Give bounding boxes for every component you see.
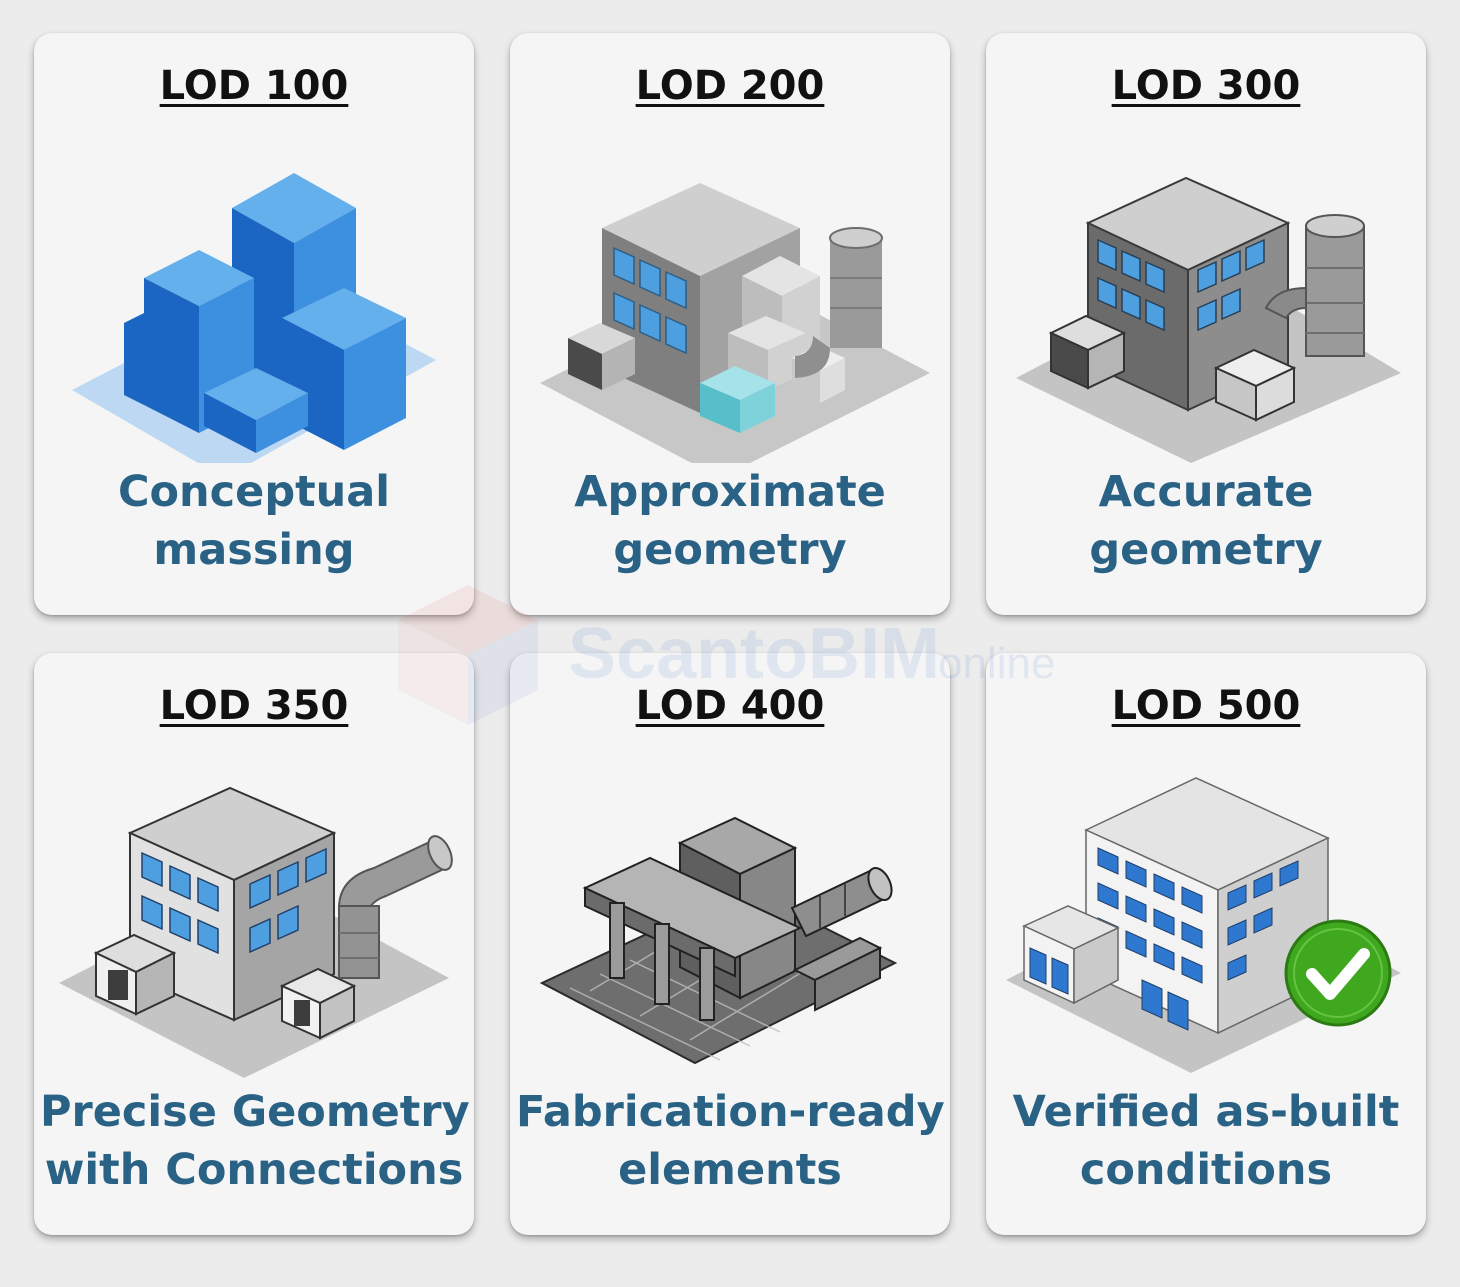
card-description: Precise Geometry with Connections: [40, 1083, 470, 1199]
card-lod-200: LOD 200: [510, 33, 950, 615]
desc-line-2: conditions: [1079, 1145, 1333, 1195]
card-title: LOD 300: [1111, 63, 1301, 109]
lod-grid: LOD 100 Conceptual massing L: [34, 33, 1426, 1235]
accurate-building-icon: [1016, 176, 1401, 463]
verified-building-icon: [1006, 777, 1401, 1073]
desc-line-2: geometry: [1089, 525, 1323, 575]
card-title: LOD 350: [159, 683, 349, 729]
card-description: Accurate geometry: [992, 463, 1420, 579]
card-title: LOD 200: [635, 63, 825, 109]
card-lod-100: LOD 100 Conceptual massing: [34, 33, 474, 615]
desc-line-2: massing: [153, 525, 355, 575]
card-lod-300: LOD 300: [986, 33, 1426, 615]
desc-line-1: Verified as-built: [1012, 1087, 1400, 1137]
card-title: LOD 400: [635, 683, 825, 729]
card-lod-500: LOD 500: [986, 653, 1426, 1235]
card-title: LOD 100: [159, 63, 349, 109]
conceptual-mass-icon: [72, 173, 436, 463]
card-title: LOD 500: [1111, 683, 1301, 729]
card-lod-350: LOD 350: [34, 653, 474, 1235]
card-description: Conceptual massing: [40, 463, 468, 579]
building-with-duct-icon: [59, 786, 453, 1078]
desc-line-2: elements: [618, 1145, 842, 1195]
desc-line-1: Approximate: [574, 467, 886, 517]
desc-line-2: with Connections: [44, 1145, 464, 1195]
desc-line-1: Fabrication-ready: [516, 1087, 945, 1137]
card-description: Fabrication-ready elements: [516, 1083, 945, 1199]
card-description: Verified as-built conditions: [992, 1083, 1420, 1199]
card-lod-400: LOD 400: [510, 653, 950, 1235]
approximate-building-icon: [540, 183, 930, 463]
desc-line-1: Conceptual: [117, 467, 391, 517]
desc-line-1: Precise Geometry: [40, 1087, 470, 1137]
desc-line-1: Accurate: [1098, 467, 1314, 517]
fabrication-assembly-icon: [539, 816, 898, 1065]
card-description: Approximate geometry: [516, 463, 944, 579]
desc-line-2: geometry: [613, 525, 847, 575]
